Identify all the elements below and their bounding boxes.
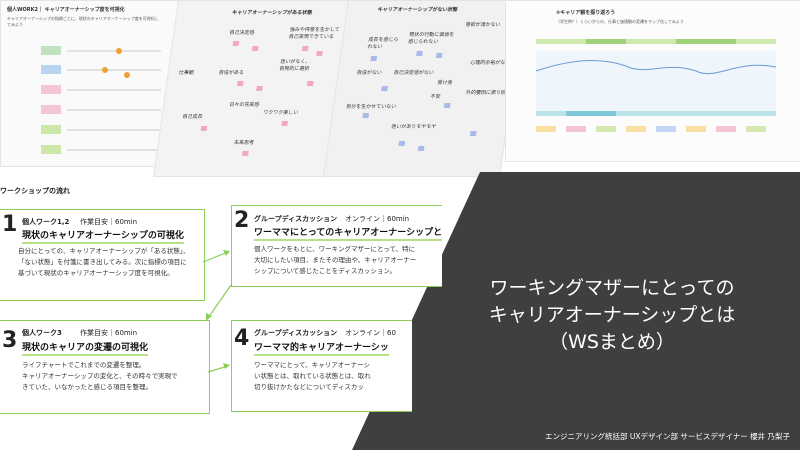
main-title-line-1: ワーキングマザーにとっての [489,277,735,299]
sticky-note [251,46,259,51]
description-line: ライフチャートでこれまでの変遷を整理。 [22,361,146,369]
sticky-note [469,131,477,136]
life-chart-graphic [535,39,777,132]
scale-rows-graphic [41,46,161,154]
step-1-description: 自分にとっての、キャリアオーナーシップが「ある状態」、 「ない状態」を付箋に書き… [18,246,190,279]
label: 仕事観 [178,70,195,76]
label: 未来思考 [233,140,255,146]
sticky-note [381,86,388,91]
step-1-heading: 現状のキャリアオーナーシップの可視化 [22,228,184,244]
step-3-number: 3 [2,328,18,353]
description-line: い状態とは、取れている状態とは、取れ [254,372,371,380]
sticky-note [301,46,309,51]
label: 自己実現できている [288,34,335,40]
label: 外的要因に振り回 [465,90,507,96]
label: 不安 [429,94,441,100]
thumbnail-title: キャリアオーナーシップがある状態 [231,10,313,16]
label: 成長を感じら [367,37,399,43]
label: 自発的に選択 [278,66,310,72]
label: 日々の充実感 [228,102,260,108]
sticky-note [281,121,288,126]
thumbnail-lifechart: ⑤キャリア観を振り返ろう （学生時？）くらいからの、仕事と価値観の変遷をマップ化… [505,0,800,162]
step-2-description: 個人ワークをもとに、ワーキングマザーにとって、特に 大切にしたい項目、またその理… [254,244,416,277]
step-4-heading: ワーママ的キャリアオーナーシッ [254,340,389,356]
sticky-note [416,51,423,56]
description-line: 大切にしたい項目、またその理由や、キャリアオーナー [254,256,417,264]
step-3-tag: 個人ワーク3 [22,329,62,337]
sticky-note [316,51,323,56]
label: 受け身 [436,80,453,86]
label: 自己成長 [182,114,203,120]
sticky-note [232,41,240,46]
sticky-note [200,126,208,131]
sticky-note [256,86,263,91]
label: 自己決定感 [228,30,255,36]
description-line: 個人ワークをもとに、ワーキングマザーにとって、特に [254,245,416,253]
label: 意欲が湧かない [465,22,501,28]
label: 自信がない [356,70,383,76]
arrow-1-to-2 [202,250,230,263]
thumbnail-title: 個人WORK2｜ キャリアオーナーシップ度を可視化 [7,7,125,13]
sticky-note [417,146,425,151]
thumbnail-has-state: キャリアオーナーシップがある状態 自己決定感 自信がある 日々の充実感 自己成長… [153,0,355,177]
step-2-heading: ワーママにとってのキャリアオーナーシップと [254,225,443,241]
sticky-note [435,53,443,58]
step-4-description: ワーママにとって、キャリアオーナーシ い状態とは、取れている状態とは、取れ 切り… [254,360,371,393]
description-line: シップについて感じたことをディスカッション。 [254,267,396,275]
thumbnail-title: キャリアオーナーシップがない状態 [377,7,458,13]
label: 現状の行動に価値を [408,32,455,38]
label: れない [366,44,383,50]
step-4-number: 4 [234,326,250,351]
label: 自分を生かせていない [345,104,397,110]
sticky-note [306,81,314,86]
label: ワクワク楽しい [262,110,299,116]
thumbnail-title: ⑤キャリア観を振り返ろう [556,10,616,16]
description-line: 切り抜けかたなどについてディスカッ [254,383,364,391]
description-line: キャリアオーナーシップの変化と、その時々で実現で [22,372,178,380]
sticky-note [242,151,249,156]
main-title-line-3: （WSまとめ） [549,331,675,353]
step-3-meta: 作業目安｜60min [80,329,138,337]
step-3-description: ライフチャートでこれまでの変遷を整理。 キャリアオーナーシップの変化と、その時々… [22,360,178,393]
step-3-heading: 現状のキャリアの変遷の可視化 [22,340,149,356]
label: 迷いがなく、 [279,59,311,65]
presenter-credit: エンジニアリング統括部 UXデザイン部 サービスデザイナー 櫻井 乃梨子 [544,432,790,441]
label: 強みや得意を生かして [289,27,341,33]
sticky-note [398,141,406,146]
label: 自己決定感がない [393,70,435,76]
main-title: ワーキングマザーにとっての キャリアオーナーシップとは （WSまとめ） [462,275,762,356]
thumbnail-subtitle-2: てみよう [7,22,23,27]
step-4-tag: グループディスカッション [254,329,338,337]
step-2-card [231,205,442,287]
description-line: ワーママにとって、キャリアオーナーシ [254,361,371,369]
description-line: 自分にとっての、キャリアオーナーシップが「ある状態」、 [18,247,190,255]
description-line: 基づいて現状のキャリアオーナーシップ度を可視化。 [18,269,174,277]
main-title-line-2: キャリアオーナーシップとは [488,304,736,326]
arrow-3-to-4 [207,363,230,373]
arrow-2-to-3 [206,284,232,321]
step-2-meta: オンライン｜60min [345,215,410,223]
step-1-meta: 作業目安｜60min [80,218,138,226]
label: 自信がある [218,70,245,76]
description-line: きていた、いなかったと感じる項目を整理。 [22,383,152,391]
description-line: 「ない状態」を付箋に書き出してみる。次に指標の項目に [18,258,187,266]
step-2-tag: グループディスカッション [254,215,338,223]
step-1-tag: 個人ワーク1,2 [22,218,70,226]
step-3-card [0,320,210,414]
sticky-note [443,103,451,108]
step-1-number: 1 [2,212,18,237]
label: 感じられない [407,39,439,45]
step-4-card [231,320,412,412]
thumbnail-subtitle: （学生時？）くらいからの、仕事と価値観の変遷をマップ化してみよう [556,19,684,24]
thumbnail-personal-work: 個人WORK2｜ キャリアオーナーシップ度を可視化 キャリアオーナーシップの指標… [0,0,187,167]
sticky-note [370,56,378,61]
step-4-meta: オンライン｜60 [345,329,396,337]
sticky-note [236,81,244,86]
sticky-note [362,113,370,118]
flow-title: ワークショップの流れ [0,187,70,195]
step-2-number: 2 [234,208,250,233]
thumbnail-subtitle-1: キャリアオーナーシップの指標ごとに、現状のキャリアオーナーシップ度を可視化し [7,16,159,21]
thumbnail-no-state: キャリアオーナーシップがない状態 成長を感じら れない 自信がない 自分を生かせ… [323,0,525,177]
label: 迷いがありモヤモヤ [390,124,437,130]
